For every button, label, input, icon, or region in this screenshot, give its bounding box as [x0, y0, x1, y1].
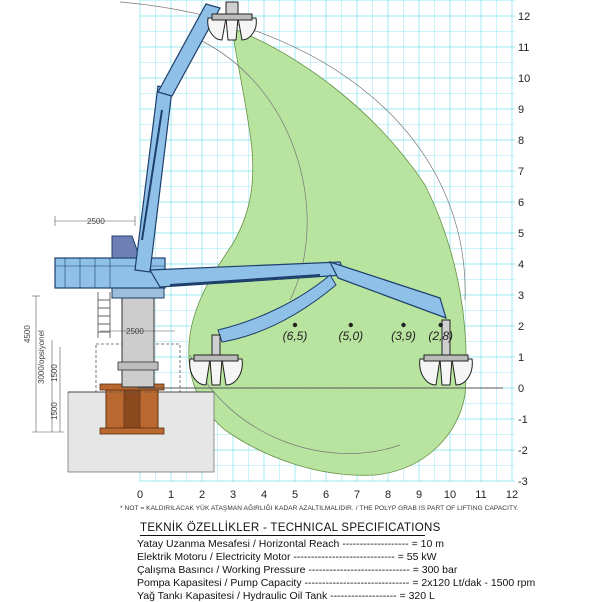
load-point-marker — [401, 322, 406, 328]
spec-row: Elektrik Motoru / Electricity Motor ----… — [137, 551, 437, 563]
polyp-grab-right — [419, 319, 473, 386]
dim-1500-a: 1500 — [50, 364, 59, 382]
x-tick-label: 4 — [261, 489, 267, 501]
spec-label: Elektrik Motoru / Electricity Motor — [137, 551, 291, 563]
y-tick-label: 4 — [518, 259, 524, 271]
main-boom-raised — [134, 85, 173, 273]
y-tick-label: 12 — [518, 11, 530, 23]
y-tick-label: -2 — [518, 445, 528, 457]
hydraulic-cylinder-raised — [141, 109, 163, 241]
load-point-marker — [348, 322, 353, 328]
x-tick-label: 6 — [323, 489, 329, 501]
hydraulic-cylinder-horizontal — [169, 274, 321, 286]
slewing-ring — [111, 287, 165, 299]
specs-title: TEKNİK ÖZELLİKLER - TECHNICAL SPECIFICAT… — [140, 522, 441, 534]
foundation-pile-flange-bottom — [99, 427, 165, 435]
spec-label: Çalışma Basıncı / Working Pressure — [137, 564, 306, 576]
spec-leader: ------------------- = — [339, 538, 421, 550]
stick-boom-horizontal — [328, 260, 447, 319]
specs-title-underline — [140, 535, 425, 536]
spec-label: Yağ Tankı Kapasitesi / Hydraulic Oil Tan… — [137, 590, 328, 602]
lifting-capacity-note: * NOT = KALDIRILACAK YÜK ATAŞMAN AĞIRLIĞ… — [120, 505, 519, 512]
polyp-grab-left — [189, 334, 243, 386]
load-points: (6,5) (5,0) (3,9) (2,8) — [283, 322, 453, 343]
y-tick-label: 8 — [518, 135, 524, 147]
x-tick-label: 5 — [292, 489, 298, 501]
spec-label: Pompa Kapasitesi / Pump Capacity — [137, 577, 302, 589]
load-point-label: (3,9) — [391, 329, 416, 343]
x-tick-label: 9 — [416, 489, 422, 501]
spec-value: 10 m — [420, 538, 444, 550]
operator-cabin — [111, 235, 141, 259]
x-tick-label: 8 — [385, 489, 391, 501]
reach-arc-lower — [189, 354, 401, 454]
spec-row: Yatay Uzanma Mesafesi / Horizontal Reach… — [137, 538, 444, 550]
spec-leader: ----------------------------- = — [305, 564, 422, 576]
y-tick-label: -3 — [518, 476, 528, 488]
spec-row: Pompa Kapasitesi / Pump Capacity -------… — [137, 577, 535, 589]
x-tick-label: 10 — [444, 489, 456, 501]
spec-leader: ----------------------------- = — [290, 551, 407, 563]
dim-2500-top: 2500 — [87, 217, 105, 226]
spec-value: 320 L — [408, 590, 435, 602]
crane-column — [121, 294, 155, 388]
spec-label: Yatay Uzanma Mesafesi / Horizontal Reach — [137, 538, 340, 550]
working-envelope — [188, 27, 467, 476]
dim-4500: 4500 — [23, 325, 32, 343]
x-tick-label: 11 — [475, 489, 486, 501]
y-tick-label: 5 — [518, 228, 524, 240]
x-tick-label: 12 — [506, 489, 518, 501]
stick-boom-folded — [217, 274, 337, 343]
dim-2500-base: 2500 — [126, 327, 144, 336]
dimension-lines — [32, 216, 175, 433]
y-tick-label: 0 — [518, 383, 524, 395]
spec-leader: ------------------------------ = — [301, 577, 422, 589]
load-point-label: (6,5) — [283, 329, 308, 343]
load-point-label: (2,8) — [428, 329, 453, 343]
load-point-marker — [438, 322, 443, 328]
y-tick-label: 3 — [518, 290, 524, 302]
y-tick-label: 1 — [518, 352, 524, 364]
x-tick-label: 0 — [137, 489, 143, 501]
dim-1500-b: 1500 — [50, 402, 59, 420]
y-tick-label: 11 — [518, 42, 529, 54]
y-tick-label: 6 — [518, 197, 524, 209]
x-tick-label: 1 — [168, 489, 174, 501]
y-tick-label: 7 — [518, 166, 524, 178]
load-point-label: (5,0) — [338, 329, 363, 343]
dim-3000-optional: 3000/opsiyonel — [37, 330, 46, 384]
load-point-marker — [292, 322, 298, 328]
access-ladder — [97, 292, 111, 338]
y-tick-label: 2 — [518, 321, 524, 333]
spec-value: 2x120 Lt/dak - 1500 rpm — [421, 577, 536, 589]
polyp-grab-top — [207, 1, 257, 41]
spec-row: Yağ Tankı Kapasitesi / Hydraulic Oil Tan… — [137, 590, 435, 602]
y-tick-label: 10 — [518, 73, 530, 85]
spec-value: 55 kW — [406, 551, 437, 563]
spec-leader: ------------------- = — [327, 590, 409, 602]
x-tick-label: 3 — [230, 489, 236, 501]
y-tick-label: -1 — [518, 414, 528, 426]
spec-row: Çalışma Basıncı / Working Pressure -----… — [137, 564, 457, 576]
column-band — [117, 361, 159, 371]
stick-boom-raised — [157, 3, 221, 97]
x-tick-label: 2 — [199, 489, 205, 501]
y-tick-label: 9 — [518, 104, 524, 116]
spec-value: 300 bar — [421, 564, 458, 576]
x-tick-label: 7 — [354, 489, 360, 501]
